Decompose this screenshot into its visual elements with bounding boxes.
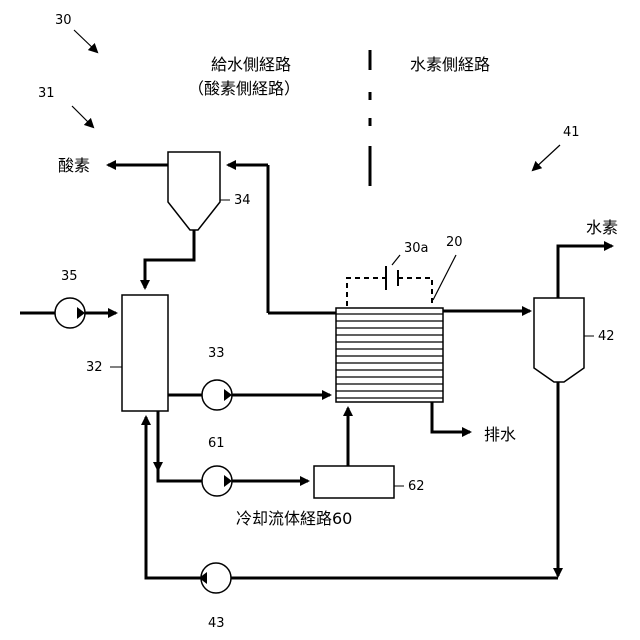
hydrogen-outlet-line	[558, 246, 612, 298]
tank-to-pump-61-line	[158, 411, 202, 481]
label-drain-out: 排水	[484, 425, 516, 444]
hydrogen-separator	[534, 298, 584, 382]
label-feed-pump: 35	[61, 269, 78, 284]
electrolyzer-20-leader	[433, 255, 456, 300]
label-hydrogen-path-title: 水素側経路	[410, 55, 490, 74]
oxygen-separator	[168, 152, 220, 230]
leader-arrow-30	[74, 30, 97, 52]
cooler	[314, 466, 394, 498]
label-power-supply: 30a	[404, 241, 429, 256]
label-return-pump: 43	[208, 616, 225, 631]
tank	[122, 295, 168, 411]
return-to-tank-line	[146, 417, 201, 578]
label-separator-oxygen: 34	[234, 193, 251, 208]
label-hydrogen-out: 水素	[586, 218, 618, 237]
label-feed-path-title: 給水側経路	[211, 55, 291, 74]
label-oxygen-path: 31	[38, 86, 55, 101]
label-feed-path-subtitle: （酸素側経路）	[188, 79, 300, 98]
label-separator-hydrogen: 42	[598, 329, 615, 344]
label-system: 30	[55, 13, 72, 28]
label-tank: 32	[86, 360, 103, 375]
power-supply-wiring	[347, 278, 432, 306]
label-cooler: 62	[408, 479, 425, 494]
leader-arrow-41	[533, 145, 560, 170]
label-oxygen-out: 酸素	[58, 156, 90, 175]
label-circ-pump: 33	[208, 346, 225, 361]
power-30a-leader	[392, 255, 400, 265]
leader-arrow-31	[72, 106, 93, 127]
label-hydrogen-path: 41	[563, 125, 580, 140]
separator-to-tank-line	[145, 230, 194, 288]
label-electrolyzer: 20	[446, 235, 463, 250]
electrolyzer-stack	[336, 308, 443, 402]
label-coolant-path: 冷却流体経路60	[236, 509, 352, 528]
label-cool-pump: 61	[208, 436, 225, 451]
drain-outlet-line	[432, 402, 470, 432]
